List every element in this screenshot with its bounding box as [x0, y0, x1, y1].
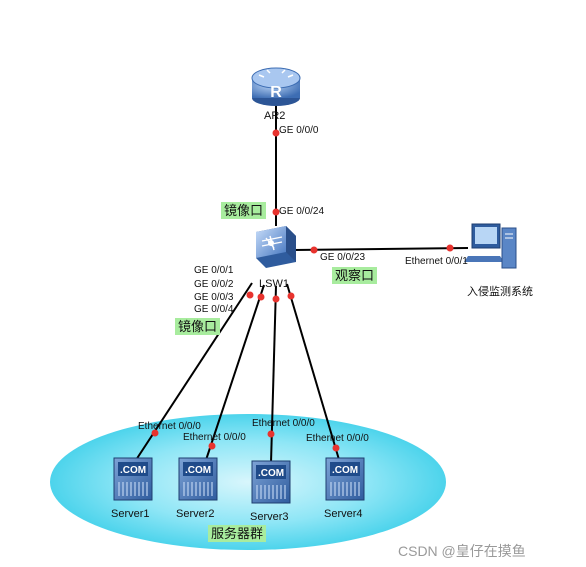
- port-dot: [267, 430, 275, 438]
- ids-port-label: Ethernet 0/0/1: [405, 256, 468, 267]
- port-dot: [246, 291, 254, 299]
- router-port-label: GE 0/0/0: [279, 125, 319, 136]
- port-dot: [287, 292, 295, 300]
- port-dot: [272, 295, 280, 303]
- router-name: AR2: [264, 110, 286, 122]
- port-dot: [272, 129, 280, 137]
- server2-name: Server2: [176, 508, 215, 520]
- port-dots: [151, 129, 454, 452]
- server3-port-label: Ethernet 0/0/0: [252, 418, 315, 429]
- server-badge: .COM: [185, 465, 211, 476]
- observe-port-tag: 观察口: [332, 267, 378, 284]
- server1-port-label: Ethernet 0/0/0: [138, 421, 201, 432]
- port-dot: [151, 429, 159, 437]
- link-switch-server4: [286, 283, 341, 464]
- switch-server-port-label: GE 0/0/3: [194, 292, 234, 303]
- ids-name: 入侵监测系统: [467, 286, 533, 298]
- server-icon[interactable]: .COM: [113, 457, 153, 501]
- mirror-uplink-tag: 镜像口: [221, 202, 267, 219]
- svg-text:R: R: [270, 84, 282, 101]
- switch-uplink-port-label: GE 0/0/24: [279, 206, 325, 217]
- router-icon[interactable]: R: [251, 67, 301, 106]
- switch-ids-port-label: GE 0/0/23: [320, 252, 366, 263]
- mirror-servers-tag: 镜像口: [175, 318, 221, 335]
- watermark: CSDN @皇仔在摸鱼: [398, 543, 526, 559]
- server-icon[interactable]: .COM: [251, 460, 291, 504]
- server-icon[interactable]: .COM: [325, 457, 365, 501]
- server3-name: Server3: [250, 511, 289, 523]
- port-dot: [272, 208, 280, 216]
- server2-port-label: Ethernet 0/0/0: [183, 432, 246, 443]
- server-group-cloud: [50, 414, 446, 550]
- server-badge: .COM: [258, 468, 284, 479]
- port-dot: [208, 442, 216, 450]
- ids-computer-icon[interactable]: [464, 223, 517, 269]
- switch-server-port-label: GE 0/0/4: [194, 304, 234, 315]
- port-dot: [257, 293, 265, 301]
- port-dot: [310, 246, 318, 254]
- switch-name: LSW1: [259, 278, 289, 290]
- switch-server-port-label: GE 0/0/2: [194, 279, 234, 290]
- link-switch-ids: [293, 247, 469, 251]
- server4-port-label: Ethernet 0/0/0: [306, 433, 369, 444]
- link-switch-server2: [204, 284, 265, 464]
- server-group-tag: 服务器群: [208, 525, 267, 542]
- server4-name: Server4: [324, 508, 363, 520]
- port-dot: [446, 244, 454, 252]
- server1-name: Server1: [111, 508, 150, 520]
- links: [133, 103, 469, 464]
- server-badge: .COM: [120, 465, 146, 476]
- switch-icon[interactable]: [256, 226, 296, 268]
- server-badge: .COM: [332, 465, 358, 476]
- server-icon[interactable]: .COM: [178, 457, 218, 501]
- switch-server-port-label: GE 0/0/1: [194, 265, 234, 276]
- port-dot: [332, 444, 340, 452]
